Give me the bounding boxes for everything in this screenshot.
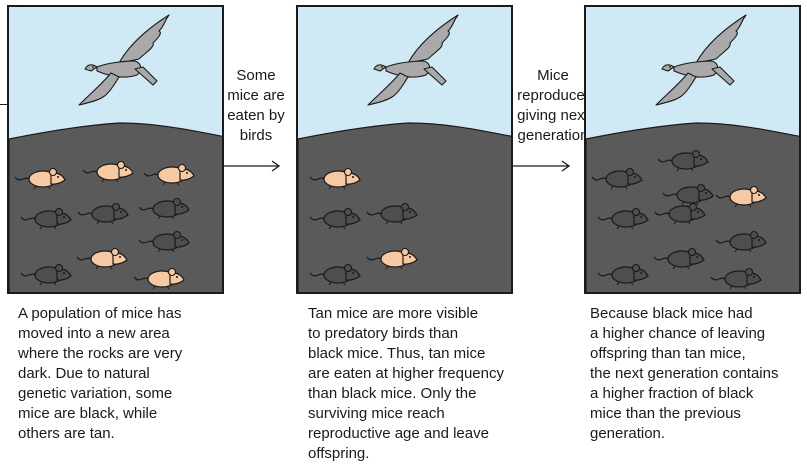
step-line: Some: [210, 66, 302, 86]
scene-after-predation: [298, 7, 513, 294]
caption-line: generation.: [590, 424, 778, 444]
scene-next-generation: [586, 7, 801, 294]
step-label-predation: Some mice are eaten by birds: [210, 66, 302, 146]
panel-next-generation: [584, 5, 801, 294]
caption-line: Because black mice had: [590, 304, 778, 324]
caption-line: offspring than tan mice,: [590, 344, 778, 364]
arrow-right-icon: [510, 160, 572, 172]
caption-line: Tan mice are more visible: [308, 304, 504, 324]
scene-initial-population: [9, 7, 224, 294]
caption-line: than black mice. Only the: [308, 384, 504, 404]
caption-line: surviving mice reach: [308, 404, 504, 424]
caption-line: A population of mice has: [18, 304, 182, 324]
caption-line: others are tan.: [18, 424, 182, 444]
step-line: mice are: [210, 86, 302, 106]
panel-initial-population: [7, 5, 224, 294]
caption-line: mice are black, while: [18, 404, 182, 424]
caption-line: are eaten at higher frequency: [308, 364, 504, 384]
caption-after-predation: Tan mice are more visible to predatory b…: [308, 304, 504, 464]
caption-line: dark. Due to natural: [18, 364, 182, 384]
caption-line: offspring.: [308, 444, 504, 464]
caption-line: genetic variation, some: [18, 384, 182, 404]
caption-initial-population: A population of mice has moved into a ne…: [18, 304, 182, 444]
panel-after-predation: [296, 5, 513, 294]
arrow-right-icon: [222, 160, 282, 172]
step-line: eaten by: [210, 106, 302, 126]
caption-line: the next generation contains: [590, 364, 778, 384]
step-line: birds: [210, 126, 302, 146]
caption-line: reproductive age and leave: [308, 424, 504, 444]
caption-next-generation: Because black mice had a higher chance o…: [590, 304, 778, 444]
caption-line: moved into a new area: [18, 324, 182, 344]
caption-line: mice than the previous: [590, 404, 778, 424]
caption-line: a higher chance of leaving: [590, 324, 778, 344]
caption-line: to predatory birds than: [308, 324, 504, 344]
caption-line: a higher fraction of black: [590, 384, 778, 404]
caption-line: black mice. Thus, tan mice: [308, 344, 504, 364]
caption-line: where the rocks are very: [18, 344, 182, 364]
